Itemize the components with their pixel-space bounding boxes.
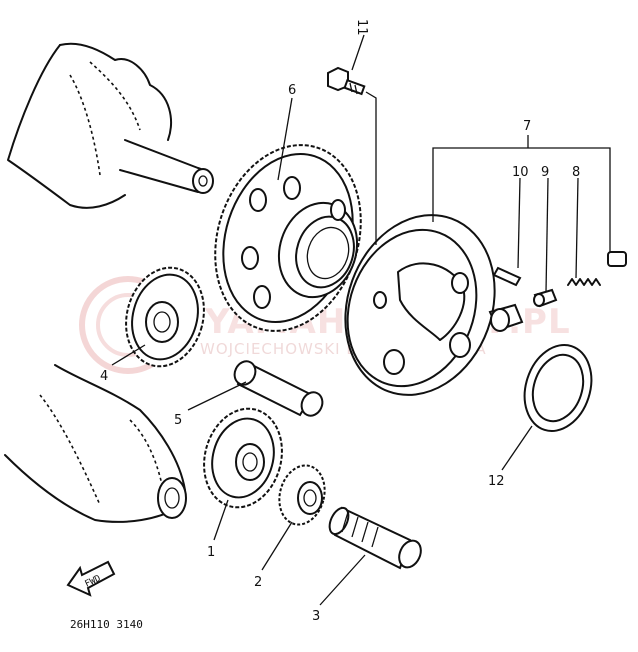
- callout-2: 2: [254, 575, 262, 590]
- part-1-gear: [203, 407, 283, 509]
- part-10-roller: [488, 303, 524, 332]
- diagram-code: 26H110 3140: [70, 618, 143, 631]
- callout-6: 6: [288, 83, 296, 98]
- part-2-small-gear: [278, 464, 326, 526]
- front-direction-arrow: FWD: [66, 560, 116, 597]
- part-8-spring: [567, 251, 627, 286]
- crankcase-housing: [4, 364, 187, 523]
- callout-10: 10: [512, 165, 529, 180]
- part-pin: [492, 266, 522, 287]
- callout-11: 11: [354, 19, 369, 36]
- part-5-shaft: [233, 360, 324, 417]
- part-11-bolt: [327, 66, 366, 96]
- callout-5: 5: [174, 413, 182, 428]
- leader-lines: [111, 34, 611, 606]
- callout-4: 4: [100, 369, 108, 384]
- callout-9: 9: [541, 165, 549, 180]
- callout-7: 7: [523, 119, 531, 134]
- crankshaft-end: [7, 42, 214, 209]
- part-3-splined-shaft: [328, 506, 422, 570]
- callout-8: 8: [572, 165, 580, 180]
- part-7-starter-clutch: [344, 214, 496, 396]
- part-4-idler-gear: [125, 266, 205, 368]
- callout-12: 12: [488, 474, 505, 489]
- callout-3: 3: [312, 609, 320, 624]
- callout-1: 1: [207, 545, 215, 560]
- part-6-starter-wheel-gear: [214, 144, 362, 332]
- part-12-washer: [523, 344, 593, 432]
